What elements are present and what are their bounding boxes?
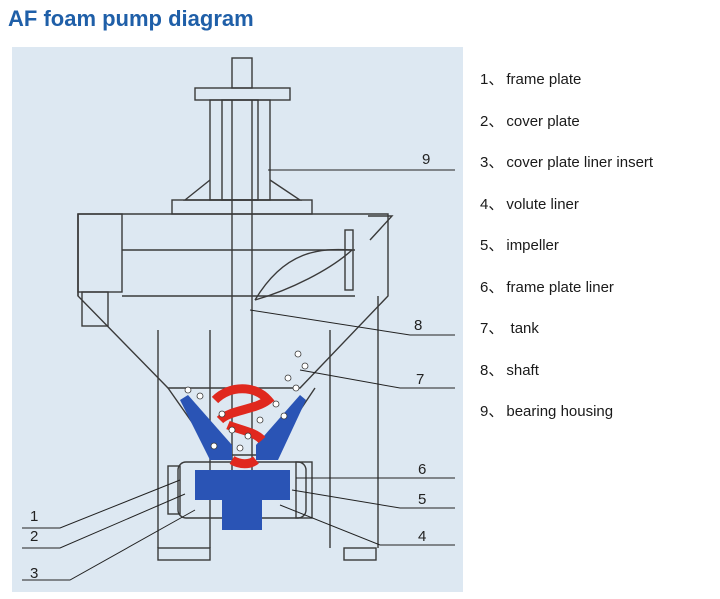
legend-item-5: 5、impeller [480, 237, 559, 254]
callout-5: 5 [418, 491, 426, 508]
legend-item-6: 6、frame plate liner [480, 278, 614, 296]
legend-item-1: 1、frame plate [480, 71, 582, 88]
bearing-housing [209, 99, 271, 201]
callout-3: 3 [30, 565, 38, 582]
callout-4: 4 [418, 528, 426, 545]
leader-lines [22, 169, 455, 581]
parts-legend: 1、frame plate 2、cover plate 3、cover plat… [480, 68, 715, 442]
legend-item-7: 7、 tank [480, 320, 539, 337]
callout-7: 7 [416, 371, 424, 388]
legend-item-4: 4、volute liner [480, 195, 579, 213]
foam-bubbles [184, 350, 309, 452]
callout-9: 9 [422, 151, 430, 168]
impeller-red [211, 384, 275, 469]
legend-item-2: 2、cover plate [480, 112, 580, 130]
legend-item-8: 8、shaft [480, 361, 539, 379]
legend-item-3: 3、cover plate liner insert [480, 154, 654, 171]
shaft-top [231, 57, 253, 89]
callout-6: 6 [418, 461, 426, 478]
callout-8: 8 [414, 317, 422, 334]
motor-base [171, 199, 313, 215]
callout-1: 1 [30, 508, 38, 525]
legend-item-9: 9、bearing housing [480, 403, 614, 420]
bearing-flange [194, 87, 291, 101]
callout-2: 2 [30, 528, 38, 545]
callout-labels: 9 8 7 6 5 4 1 2 3 [30, 151, 430, 582]
pump-body-blue [180, 395, 306, 530]
tank-outline [77, 213, 389, 389]
page-title: AF foam pump diagram [8, 6, 254, 31]
